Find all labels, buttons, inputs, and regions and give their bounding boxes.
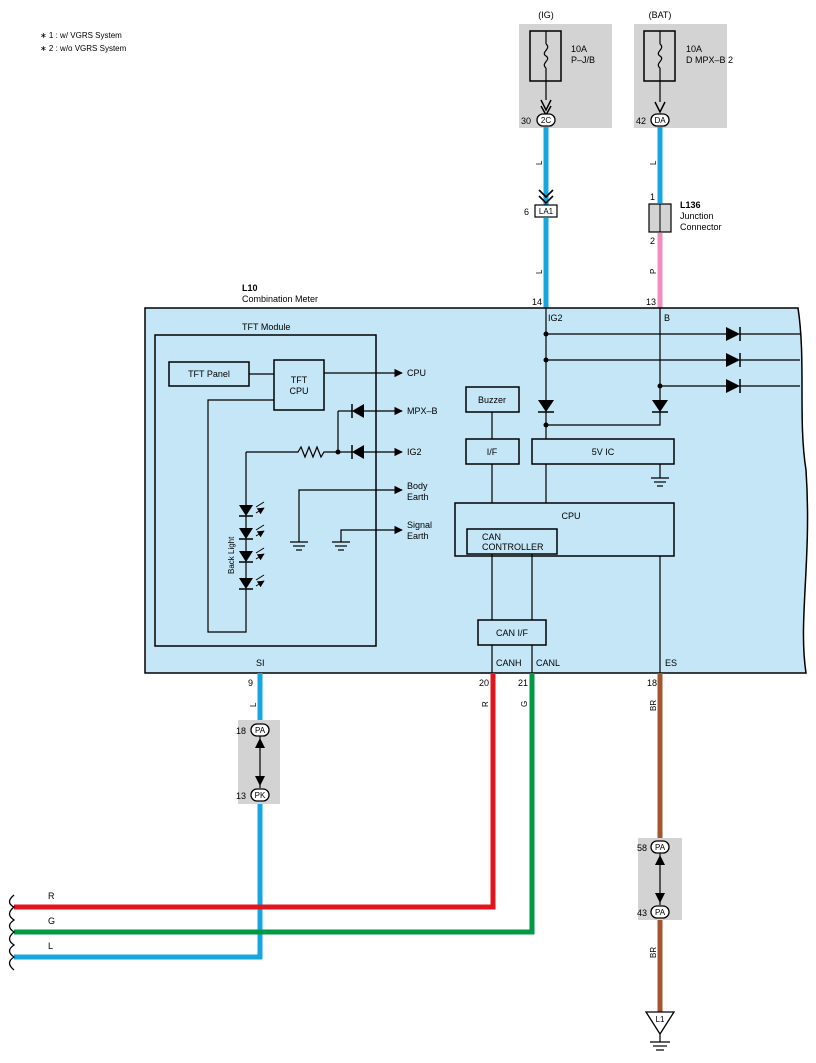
- wire-canl: [14, 673, 535, 935]
- wire-left-r-label: R: [48, 891, 55, 901]
- buzzer-label: Buzzer: [478, 395, 506, 405]
- wire-si-color: L: [249, 702, 258, 707]
- wire-ig-top-color: L: [535, 160, 544, 165]
- jpa-top-pin: 58: [637, 843, 647, 853]
- meter-name: Combination Meter: [242, 294, 318, 304]
- fuse-bat-rating: 10A: [686, 44, 702, 54]
- wire-es-color: BR: [649, 700, 658, 711]
- terminal-canl: CANL: [536, 658, 560, 668]
- terminal-canh: CANH: [496, 658, 522, 668]
- can-if-label: CAN I/F: [496, 628, 529, 638]
- meter-code: L10: [242, 283, 258, 293]
- jpa-bottom-conn: PA: [655, 908, 666, 917]
- tft-cpu-label-2: CPU: [289, 386, 308, 396]
- jpk-top-pin: 18: [236, 726, 246, 736]
- connector-la1: 6 LA1: [524, 189, 558, 218]
- arrow-body-label-1: Body: [407, 481, 428, 491]
- jpk-bottom-pin: 13: [236, 791, 246, 801]
- arrow-signal-label-2: Earth: [407, 531, 429, 541]
- can-controller-label-2: CONTROLLER: [482, 542, 544, 552]
- jpk-top-conn: PA: [255, 726, 266, 735]
- la1-name: LA1: [539, 207, 554, 216]
- pin-es-num: 18: [647, 678, 657, 688]
- back-light-label: Back Light: [227, 536, 236, 574]
- ground-icon: [290, 541, 308, 551]
- ground-icon: [651, 477, 669, 487]
- wire-left-l-label: L: [48, 941, 53, 951]
- fuse-ig-pin: 30: [521, 116, 531, 126]
- ground-icon: [332, 541, 350, 551]
- l136-code: L136: [680, 200, 701, 210]
- wire-left-g-label: G: [48, 916, 55, 926]
- note-vgrs: ∗ 1 : w/ VGRS System: [40, 31, 122, 40]
- junction-pa-pa: 58 PA 43 PA: [637, 838, 682, 920]
- cpu-label: CPU: [561, 511, 580, 521]
- wire-es-low-color: BR: [649, 947, 658, 958]
- fuse-bat-block: (BAT) 10A D MPX–B 2 42 DA: [634, 10, 733, 128]
- l136-pin-top: 1: [650, 192, 655, 202]
- arrow-ig2-label: IG2: [407, 447, 422, 457]
- wire-bat-mid-color: P: [649, 269, 658, 274]
- meter-box: [144, 307, 809, 674]
- jpk-bottom-conn: PK: [255, 791, 266, 800]
- jpa-bottom-pin: 43: [637, 908, 647, 918]
- fuse-bat-name: D MPX–B 2: [686, 55, 733, 65]
- fuse-ig-block: (IG) 10A P–J/B 30 2C: [519, 10, 612, 128]
- tft-module-label: TFT Module: [242, 322, 290, 332]
- wire-canh-color: R: [481, 701, 490, 707]
- meter-internals: Buzzer I/F 5V IC CPU CAN CONTROLLER CAN …: [454, 308, 800, 673]
- terminal-b: B: [664, 313, 670, 323]
- fuse-bat-source: (BAT): [649, 10, 672, 20]
- fuse-bat-connector: DA: [654, 116, 666, 125]
- led-icon: [239, 502, 264, 600]
- wire-break-icon: [8, 894, 16, 971]
- terminal-es: ES: [665, 658, 677, 668]
- terminal-si: SI: [256, 658, 265, 668]
- pin-b-num: 13: [646, 297, 656, 307]
- tft-module: TFT Module TFT Panel TFT CPU Back Light: [154, 322, 438, 647]
- fuse-ig-rating: 10A: [571, 44, 587, 54]
- pin-canh-num: 20: [479, 678, 489, 688]
- fuse-ig-connector: 2C: [541, 116, 551, 125]
- fuse-ig-source: (IG): [538, 10, 554, 20]
- ic5v-label: 5V IC: [592, 447, 615, 457]
- connector-l136: 1 2 L136 Junction Connector: [648, 192, 722, 246]
- terminal-ig2: IG2: [548, 313, 563, 323]
- la1-pin: 6: [524, 207, 529, 217]
- l136-desc2: Connector: [680, 222, 722, 232]
- note-no-vgrs: ∗ 2 : w/o VGRS System: [40, 44, 127, 53]
- wire-bat-top-color: L: [649, 160, 658, 165]
- can-controller-label-1: CAN: [482, 532, 501, 542]
- wire-si-lower: [14, 800, 263, 960]
- fuse-bat-pin: 42: [636, 116, 646, 126]
- tft-cpu-label-1: TFT: [291, 375, 308, 385]
- wire-canh: [14, 673, 496, 910]
- jpa-top-conn: PA: [655, 843, 666, 852]
- if-label: I/F: [487, 447, 498, 457]
- arrow-cpu-label: CPU: [407, 368, 426, 378]
- junction-pa-pk: 18 PA 13 PK: [236, 720, 280, 804]
- arrow-mpxb-label: MPX–B: [407, 406, 438, 416]
- fuse-ig-name: P–J/B: [571, 55, 595, 65]
- ground-l1: L1: [644, 1011, 676, 1051]
- arrow-signal-label-1: Signal: [407, 520, 432, 530]
- tft-panel-label: TFT Panel: [188, 369, 230, 379]
- ground-l1-label: L1: [656, 1015, 665, 1024]
- arrow-body-label-2: Earth: [407, 492, 429, 502]
- l136-pin-bottom: 2: [650, 236, 655, 246]
- pin-canl-num: 21: [518, 678, 528, 688]
- l136-desc1: Junction: [680, 211, 714, 221]
- wire-ig-mid-color: L: [535, 269, 544, 274]
- pin-si-num: 9: [248, 678, 253, 688]
- wire-canl-color: G: [520, 701, 529, 707]
- pin-ig2-num: 14: [532, 297, 542, 307]
